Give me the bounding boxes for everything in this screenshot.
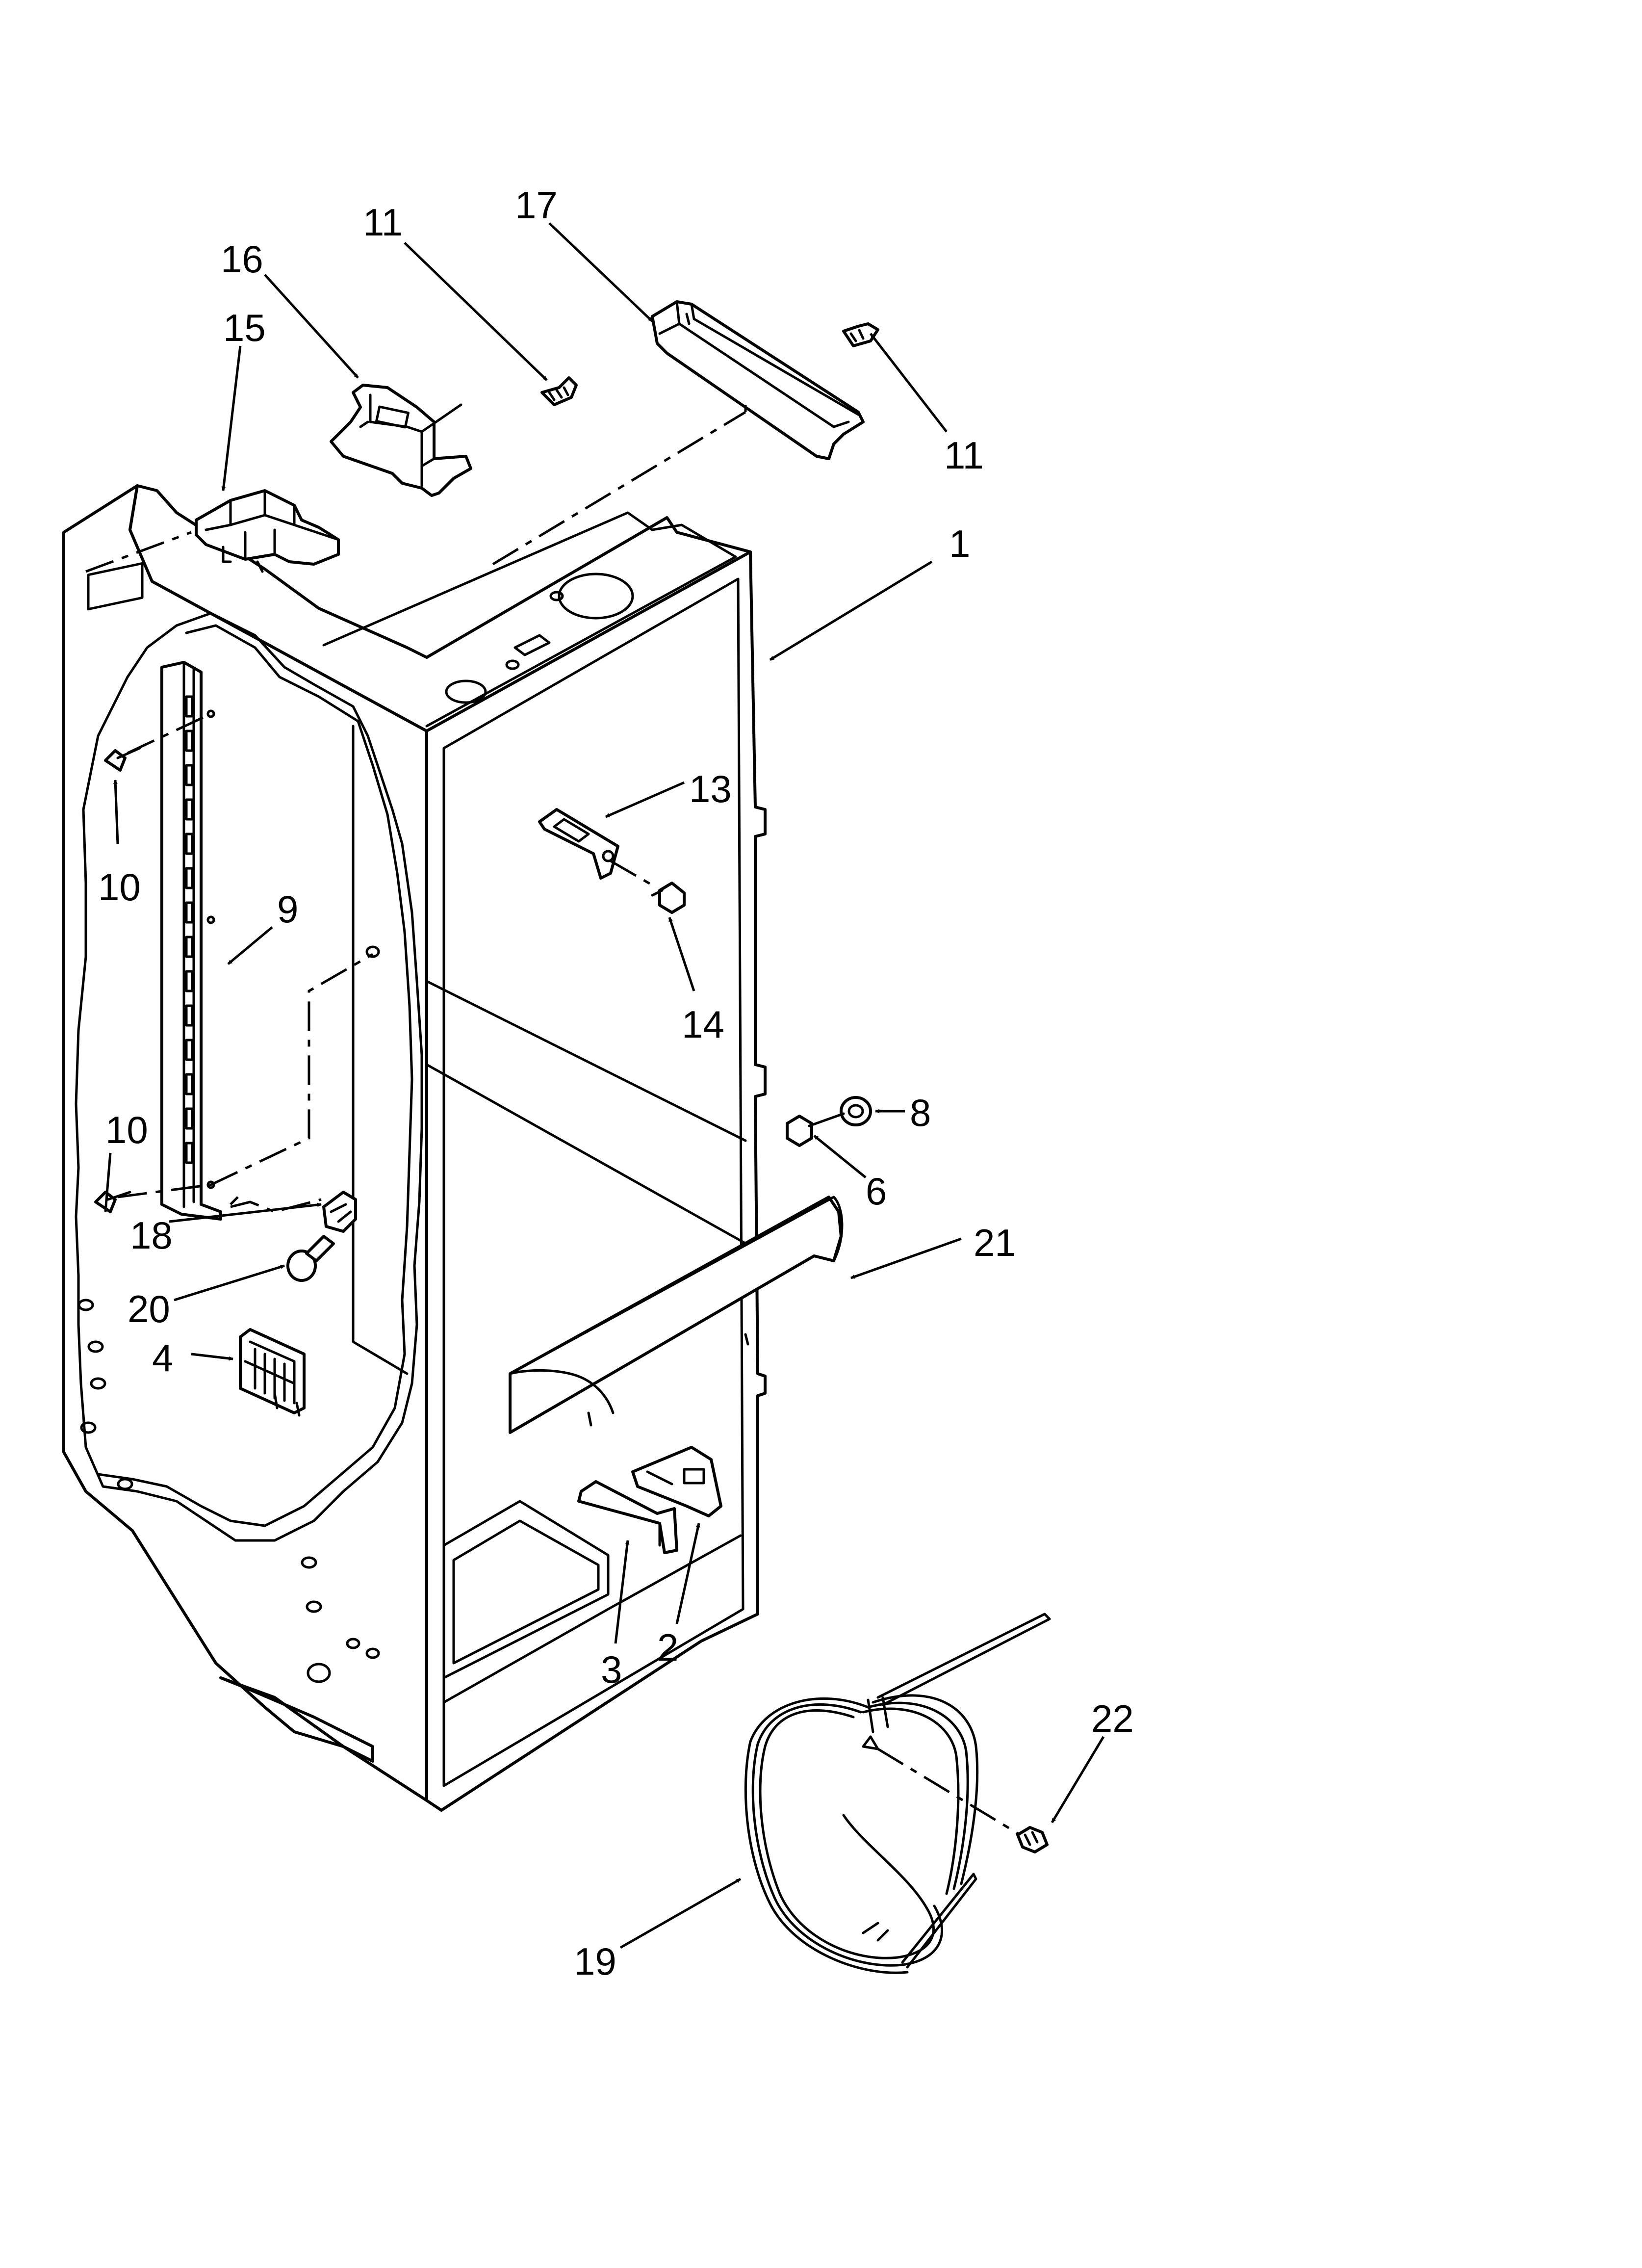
callout-20: 20	[128, 1287, 170, 1330]
screw-part-11-left	[540, 376, 578, 406]
liner-cutaway-edge	[75, 612, 423, 1542]
liner-front-opening	[442, 577, 744, 1787]
bracket-part-3	[577, 1480, 678, 1554]
coil-screw-guide	[877, 1747, 1021, 1836]
liner-floor-tray	[442, 1500, 742, 1704]
callout-3: 3	[601, 1648, 622, 1691]
callout-16: 16	[221, 237, 263, 281]
control-bracket	[330, 384, 472, 497]
ladder-screw-guide-top	[127, 712, 212, 755]
diffuser-guide-line	[492, 405, 747, 566]
air-diffuser	[651, 300, 865, 460]
housing-guide-line	[85, 531, 192, 573]
callout-4: 4	[152, 1336, 173, 1380]
screw-part-11-right	[842, 322, 879, 347]
callout-11-right: 11	[944, 434, 984, 477]
leader-lines	[103, 222, 1105, 1949]
screw-part-10-upper	[104, 747, 141, 772]
callout-1: 1	[949, 522, 970, 565]
callout-18: 18	[130, 1214, 173, 1257]
shelf-ladder-rail	[160, 661, 222, 1221]
liner-side-holes	[77, 562, 634, 1683]
callout-6: 6	[866, 1170, 887, 1213]
liner-bottom-foot	[219, 1676, 374, 1763]
callout-2: 2	[657, 1626, 678, 1669]
callout-11-left: 11	[363, 201, 403, 244]
bracket-part-13	[538, 808, 619, 880]
liner-top-inner	[322, 511, 737, 728]
callouts: 1 2 3 4 6 8 9 10 10 11 11 13 14 15 16 17…	[98, 183, 1134, 1983]
callout-14: 14	[682, 1003, 724, 1046]
callout-8: 8	[910, 1091, 931, 1134]
screw-part-22	[1016, 1826, 1049, 1853]
callout-15: 15	[223, 306, 266, 349]
callout-22: 22	[1091, 1697, 1134, 1740]
air-grille	[239, 1328, 306, 1417]
liner-interior-corner	[352, 725, 752, 1375]
callout-17: 17	[515, 183, 558, 227]
callout-13: 13	[689, 767, 732, 810]
ladder-screw-guide-bottom	[117, 953, 374, 1199]
callout-21: 21	[974, 1221, 1016, 1264]
ladder-mount-hole	[365, 945, 380, 958]
light-socket	[230, 1191, 357, 1233]
dispenser-trough-cover	[509, 1196, 844, 1434]
light-bulb	[286, 1235, 335, 1282]
liner-cutaway-edge-inner	[97, 624, 413, 1527]
bracket-part-2	[631, 1446, 722, 1517]
callout-19: 19	[574, 1940, 616, 1983]
control-housing	[195, 489, 340, 573]
callout-10-upper: 10	[98, 865, 141, 909]
screw-part-14	[651, 882, 686, 914]
screw-part-6	[786, 1112, 845, 1147]
shelf-ladder-slots	[185, 695, 194, 1164]
bracket-screw-guide	[610, 860, 658, 889]
liner-front-frame	[425, 550, 767, 1812]
water-tube-coil	[744, 1613, 1051, 1974]
spacer-part-8	[840, 1096, 872, 1126]
callout-9: 9	[277, 887, 298, 931]
cabinet-liner	[62, 484, 767, 1812]
callout-10-lower: 10	[105, 1108, 148, 1151]
